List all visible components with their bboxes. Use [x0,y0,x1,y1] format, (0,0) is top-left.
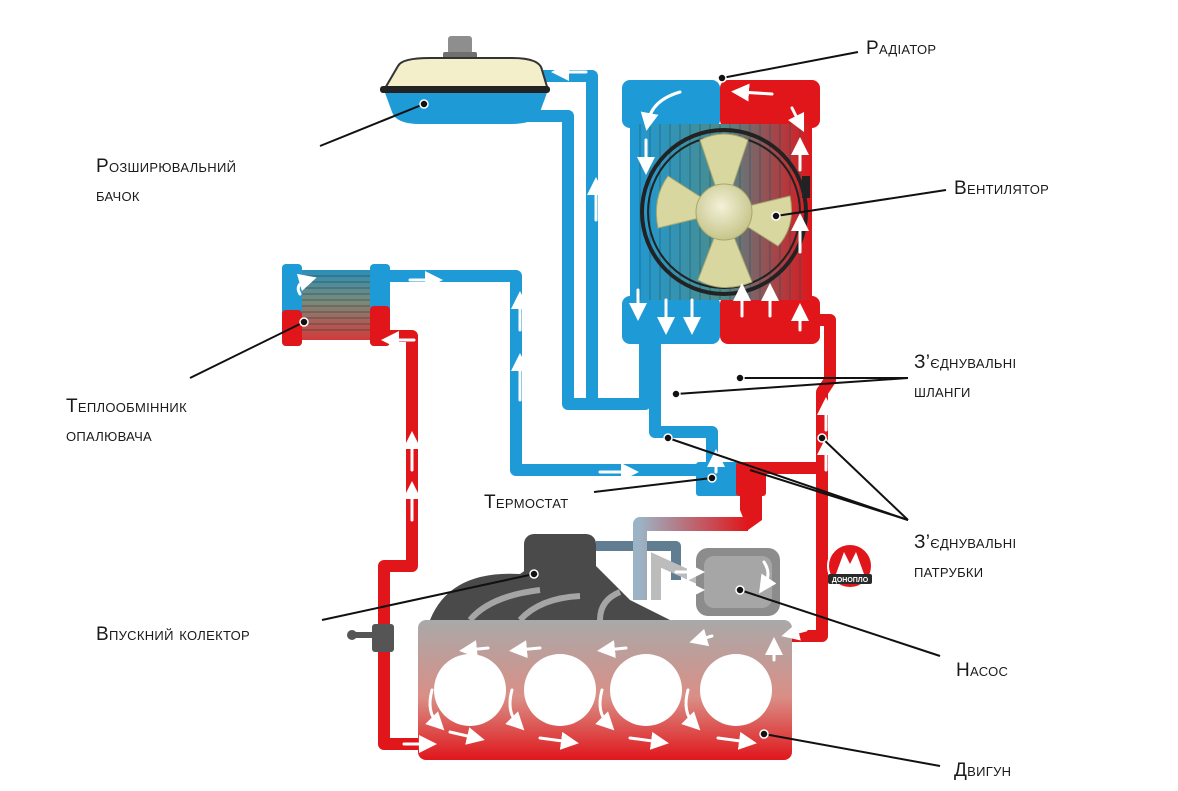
label-expansion-tank-line1: Розширювальний [96,156,237,177]
label-pump: Насос [956,656,1008,685]
label-heater-core-line1: Теплообмінник [66,396,187,417]
leader-lines [189,51,947,767]
label-pump-text: Насос [956,660,1009,681]
fan [640,128,810,296]
label-hoses-line1: З’єднувальні [914,352,1017,373]
label-radiator-text: Радіатор [866,38,937,59]
label-hoses: З’єднувальні шланги [914,348,1016,406]
label-pipes-line2: патрубки [914,561,984,582]
expansion-tank [380,36,550,124]
heater-core [282,264,390,346]
brand-logo-text: ДОНОПЛО [832,577,869,584]
label-fan: Вентилятор [954,174,1049,203]
label-expansion-tank-line2: бачок [96,185,140,206]
label-engine-text: Двигун [954,760,1012,781]
label-engine: Двигун [954,756,1011,785]
label-thermostat: Термостат [484,488,569,517]
label-heater-core: Теплообмінник опалювача [66,392,187,450]
label-fan-text: Вентилятор [954,178,1050,199]
label-intake-manifold: Впускний колектор [96,620,250,649]
label-intake-manifold-text: Впускний колектор [96,624,250,645]
label-pipes: З’єднувальні патрубки [914,528,1016,586]
drain-tap [347,624,394,652]
label-hoses-line2: шланги [914,381,971,402]
flow-arrows [296,63,835,753]
brand-logo: ДОНОПЛО [827,543,873,589]
bypass-pipe [633,517,748,600]
label-expansion-tank: Розширювальний бачок [96,152,236,210]
label-pipes-line1: З’єднувальні [914,532,1017,553]
label-heater-core-line2: опалювача [66,425,153,446]
label-radiator: Радіатор [866,34,936,63]
label-thermostat-text: Термостат [484,492,569,513]
